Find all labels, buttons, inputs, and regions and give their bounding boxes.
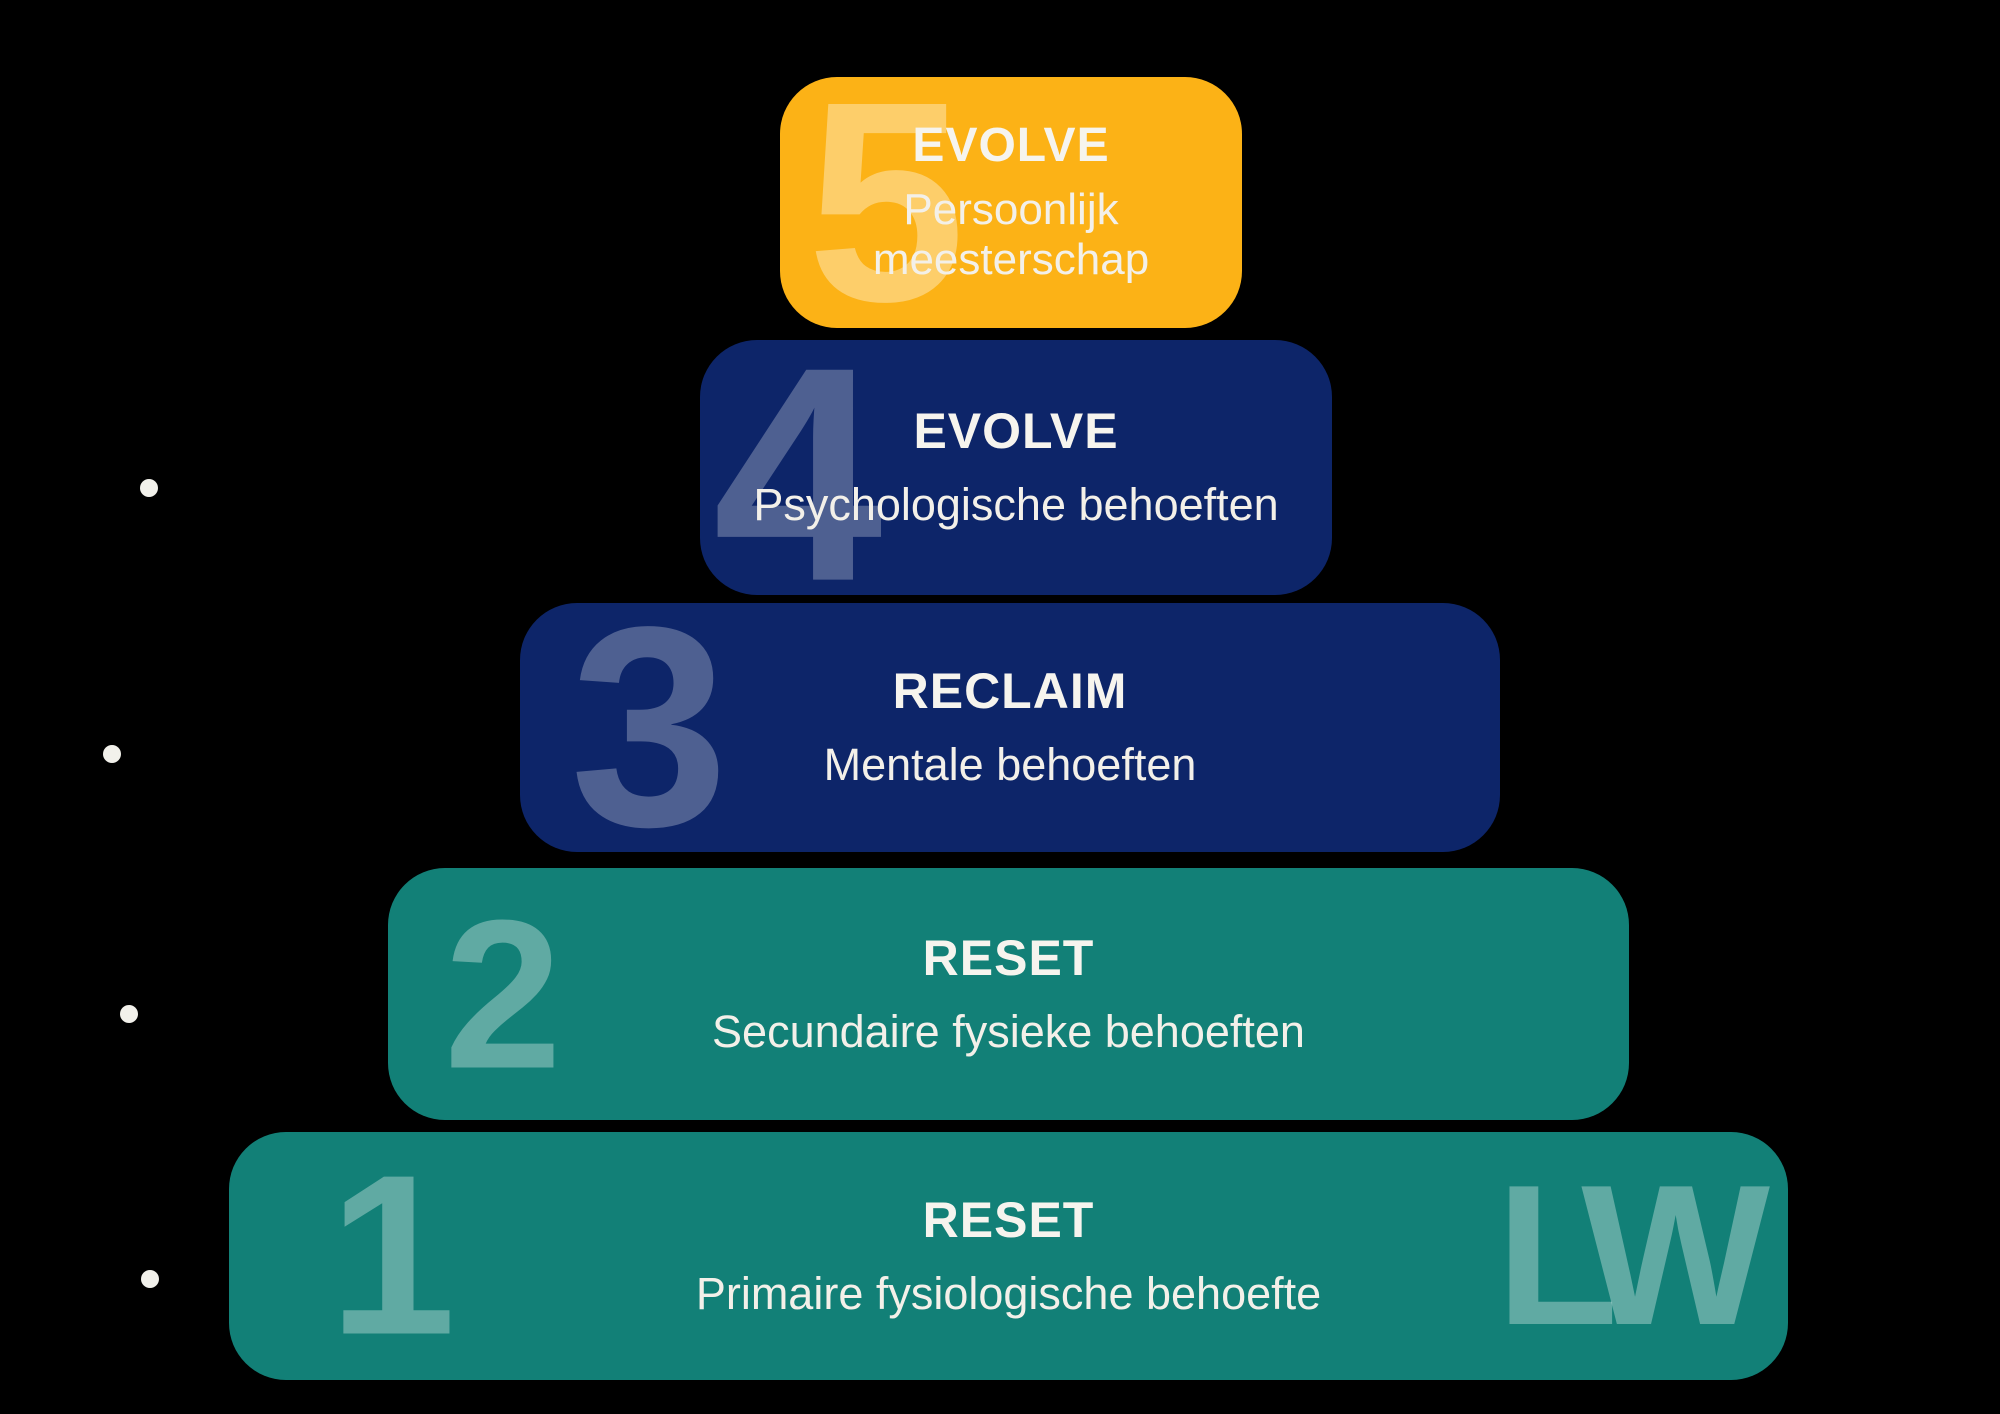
level-1-text: RESET Primaire fysiologische behoefte [695,1191,1322,1319]
bullet-dot-1 [140,479,158,497]
level-4-title: EVOLVE [913,403,1119,460]
level-2-title: RESET [922,929,1095,986]
level-3-title: RECLAIM [892,663,1128,720]
level-5-box: 5 EVOLVE Persoonlijk meesterschap [780,77,1242,328]
level-5-ghost-number: 5 [807,77,966,328]
level-1-box: 1 LW RESET Primaire fysiologische behoef… [229,1132,1788,1380]
level-3-subtitle: Mentale behoeften [823,739,1197,791]
lw-logo: LW [1496,1144,1770,1367]
level-4-subtitle: Psychologische behoeften [753,479,1279,531]
bullet-dot-4 [141,1270,159,1288]
level-4-ghost-number: 4 [713,340,883,595]
level-1-subtitle: Primaire fysiologische behoefte [695,1267,1322,1319]
level-1-ghost-number: 1 [329,1132,456,1380]
level-3-box: 3 RECLAIM Mentale behoeften [520,603,1500,852]
level-2-text: RESET Secundaire fysieke behoeften [712,929,1305,1057]
bullet-dot-2 [103,745,121,763]
level-3-text: RECLAIM Mentale behoeften [823,663,1197,791]
level-5-subtitle: Persoonlijk meesterschap [872,184,1150,284]
level-5-text: EVOLVE Persoonlijk meesterschap [846,118,1176,285]
level-2-ghost-number: 2 [444,875,562,1113]
level-4-text: EVOLVE Psychologische behoeften [753,403,1279,531]
level-1-title: RESET [922,1191,1095,1248]
level-2-box: 2 RESET Secundaire fysieke behoeften [388,868,1629,1120]
level-5-title: EVOLVE [912,118,1110,172]
level-3-ghost-number: 3 [570,603,729,852]
level-4-box: 4 EVOLVE Psychologische behoeften [700,340,1332,595]
bullet-dot-3 [120,1005,138,1023]
level-2-subtitle: Secundaire fysieke behoeften [712,1005,1305,1057]
